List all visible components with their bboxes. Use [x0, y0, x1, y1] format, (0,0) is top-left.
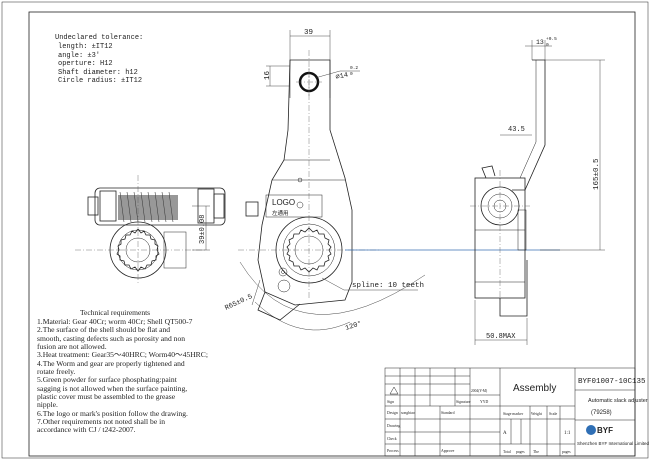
row-label: Sign — [387, 400, 394, 404]
requirements-list: 1.Material: Gear 40Cr; worm 40Cr; Shell … — [37, 317, 277, 435]
total-label: Total — [503, 450, 511, 454]
company-name: Shenzhen BYF International Limited — [577, 441, 650, 446]
inner-border — [28, 11, 636, 457]
requirement-line: smooth, casting defects such as porosity… — [37, 333, 186, 343]
tolerance-notes: Undeclared tolerance: length: ±IT12 angl… — [55, 34, 143, 85]
requirement-line: 1.Material: Gear 40Cr; worm 40Cr; Shell … — [37, 317, 193, 326]
tolerance-line: operture: H12 — [58, 60, 113, 68]
logo-mark: LOGO — [272, 198, 295, 207]
tolerance-line: length: ±IT12 — [58, 43, 113, 51]
tolerance-line: angle: ±3' — [58, 52, 100, 60]
requirement-line: sagging is not allowed when the surface … — [37, 383, 188, 393]
company-logo-text: BYF — [597, 426, 613, 435]
requirements-title: Technical requirements — [80, 308, 150, 317]
requirement-line: 2.The surface of the shell should be fla… — [37, 325, 171, 335]
front-view: LOGO 左通用 spline: 10 teeth R65±0.5 120° — [224, 29, 560, 333]
dim-13-tol2: 0 — [546, 42, 549, 48]
product-name: Automatic slack adjuster — [588, 398, 648, 404]
drawing-number: BYF01007-10C135 — [578, 378, 646, 386]
requirement-line: rotate freely. — [37, 367, 76, 377]
weight-label: Weight — [531, 412, 543, 416]
designer: songbiao — [401, 411, 415, 415]
requirement-line: 5.Green powder for surface phosphating:p… — [37, 375, 177, 385]
dim-16: 16 — [264, 70, 272, 80]
stage-value: A — [503, 431, 507, 436]
dim-165: 165±0.5 — [593, 158, 601, 190]
side-view: 13 +0.5 0 43.5 165±0.5 50.8MAX — [470, 36, 605, 345]
scale-value: 1:1 — [564, 431, 571, 436]
row-label: Design — [387, 411, 398, 415]
row-label: Check — [387, 437, 397, 441]
standard-label: Standard — [441, 411, 455, 415]
row-label: Process — [387, 449, 399, 453]
dim-r65: R65±0.5 — [224, 293, 254, 313]
approve-label: Approve — [441, 449, 455, 453]
signature-label: Signature — [456, 400, 471, 404]
dim-13: 13 — [536, 39, 544, 46]
dim-39: 39 — [304, 29, 313, 37]
dim-50-8: 50.8MAX — [486, 333, 516, 341]
left-view: 39±0.08 — [75, 175, 226, 285]
technical-requirements: Technical requirements — [80, 308, 150, 317]
requirement-line: 6.The logo or mark's position follow the… — [37, 408, 188, 418]
dim-d14-tol2: 0 — [350, 71, 353, 77]
the-label: The — [533, 450, 539, 454]
scale-label: Scale — [549, 412, 558, 416]
tolerance-line: Shaft diameter: h12 — [58, 69, 138, 77]
stage-marker-label: Stage marker — [503, 412, 524, 416]
requirement-line: plastic cover must be assembled to the g… — [37, 392, 176, 402]
requirement-line: accordance with CJ / t242-2007. — [37, 425, 136, 435]
requirement-line: 7.Other requirements not noted shall be … — [37, 417, 166, 427]
chinese-mark: 左通用 — [272, 209, 289, 217]
dim-39-08: 39±0.08 — [199, 215, 207, 244]
requirement-line: 4.The Worm and gear are properly tighten… — [37, 358, 185, 368]
company-logo-icon — [586, 425, 596, 435]
dim-43-5: 43.5 — [508, 126, 525, 134]
reference-label: 2004(Y-M) — [471, 389, 488, 393]
dim-13-tol: +0.5 — [546, 36, 557, 42]
pages-label: pages — [516, 450, 525, 454]
requirement-line: nipple. — [37, 400, 58, 410]
assembly-label: Assembly — [513, 383, 556, 394]
product-code: (79258) — [591, 410, 612, 416]
title-block: Assembly BYF01007-10C135 Automatic slack… — [384, 367, 650, 457]
dim-d14: ⌀14 — [335, 71, 349, 81]
pages-label-2: pages — [562, 450, 571, 454]
spline-callout: spline: 10 teeth — [352, 282, 424, 290]
ymd-label: YYD — [480, 400, 488, 404]
tolerance-title: Undeclared tolerance: — [55, 34, 143, 42]
tolerance-line: Circle radius: ±IT12 — [58, 77, 142, 85]
requirement-line: fusion are not allowed. — [37, 342, 107, 352]
requirement-line: 3.Heat treatment: Gear35～40HRC; Worm40～4… — [37, 350, 208, 360]
dim-angle-120: 120° — [344, 319, 363, 333]
dim-d14-tol: 0.2 — [350, 65, 358, 71]
row-label: Drawing — [387, 424, 400, 428]
